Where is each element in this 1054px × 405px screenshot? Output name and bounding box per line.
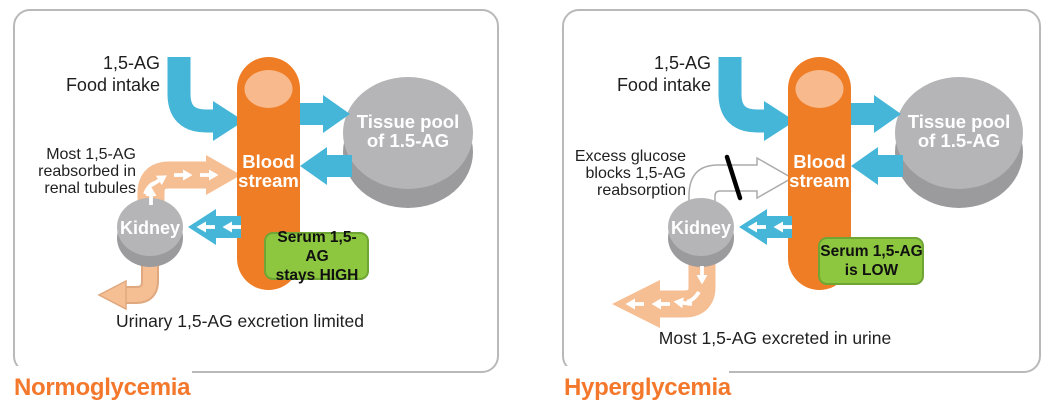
tissue-pool-disc — [343, 77, 473, 208]
serum-status-badge-box — [818, 237, 924, 285]
tissue-pool-label: Tissue pool of 1.5-AG — [356, 111, 460, 151]
panel-title-normoglycemia: Normoglycemia — [14, 374, 191, 401]
food-intake-label: 1,5-AG Food intake — [616, 53, 711, 95]
reabsorption-note: Most 1,5-AG reabsorbed in renal tubules — [38, 146, 136, 197]
kidney-disc — [668, 198, 734, 267]
panel-title-hyperglycemia: Hyperglycemia — [564, 374, 731, 401]
block-note: Excess glucose blocks 1,5-AG reabsorptio… — [574, 148, 686, 199]
tissue-pool-label: Tissue pool of 1.5-AG — [907, 111, 1011, 151]
excretion-note: Most 1,5-AG excreted in urine — [658, 328, 892, 348]
food-intake-arrow — [167, 57, 244, 141]
kidney-label: Kidney — [119, 218, 180, 238]
panel-hyperglycemia — [561, 9, 1041, 378]
serum-status-badge: Serum 1,5-AG is LOW — [820, 243, 923, 279]
blood-stream-cylinder — [237, 57, 300, 290]
block-slash — [724, 154, 743, 201]
food-intake-arrow — [718, 57, 795, 141]
blocked-reabsorption-arrow — [688, 154, 794, 208]
panel-border-title-gap — [12, 366, 192, 378]
serum-status-badge: Serum 1,5-AG stays HIGH — [275, 228, 359, 284]
kidney-label: Kidney — [670, 218, 731, 238]
blood-stream-label: Blood stream — [789, 151, 850, 191]
kidney-disc — [117, 198, 183, 267]
tissue-pool-disc — [895, 77, 1023, 208]
bloodstream-to-tissue-arrow — [851, 95, 901, 133]
panel-border-title-gap — [561, 366, 729, 378]
food-intake-label: 1,5-AG Food intake — [65, 53, 160, 95]
blood-stream-label: Blood stream — [238, 151, 299, 191]
panel-normoglycemia — [12, 9, 499, 378]
flow-chevrons — [143, 167, 243, 235]
bloodstream-to-tissue-arrow — [300, 95, 350, 133]
blood-stream-cylinder — [788, 57, 851, 290]
excretion-note: Urinary 1,5-AG excretion limited — [116, 311, 364, 331]
tissue-to-bloodstream-arrow — [851, 147, 903, 185]
urinary-excretion-arrow — [97, 256, 159, 311]
serum-status-badge-box — [264, 232, 369, 280]
flow-chevrons — [623, 219, 794, 312]
tissue-to-bloodstream-arrow — [300, 147, 352, 185]
